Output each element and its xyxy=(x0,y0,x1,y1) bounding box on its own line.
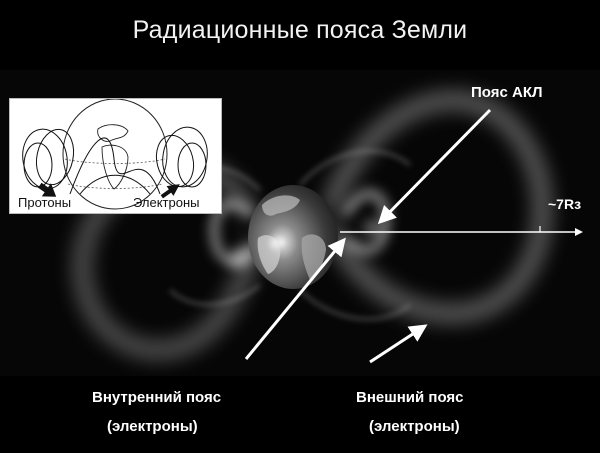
outer-belt-label-line2: (электроны) xyxy=(369,418,460,435)
electrons-arrow-icon xyxy=(160,184,180,199)
protons-label: Протоны xyxy=(18,195,72,210)
protons-arrow-icon xyxy=(38,182,57,197)
inner-belt-label-line1: Внутренний пояс xyxy=(92,389,222,406)
page-title: Радиационные пояса Земли xyxy=(132,16,468,44)
scale-axis xyxy=(340,226,583,236)
inner-belt-label-line2: (электроны) xyxy=(107,418,198,435)
caption-band xyxy=(0,376,600,453)
outer-belt-label-line1: Внешний пояс xyxy=(356,389,464,406)
trajectory-inset: Протоны Электроны xyxy=(9,98,222,214)
belt-bright-spot-right xyxy=(363,219,381,237)
earth-globe xyxy=(248,185,338,289)
belt-bright-spot-left xyxy=(230,248,250,268)
electrons-label: Электроны xyxy=(133,195,200,210)
outer-belt-arrow xyxy=(369,324,428,364)
inner-belt-arrow xyxy=(244,237,346,360)
trajectory-inset-drawing xyxy=(22,99,208,210)
scale-label: ~7Rз xyxy=(548,196,582,212)
akl-belt-label: Пояс АКЛ xyxy=(471,84,543,101)
akl-belt-arrow xyxy=(377,108,492,225)
